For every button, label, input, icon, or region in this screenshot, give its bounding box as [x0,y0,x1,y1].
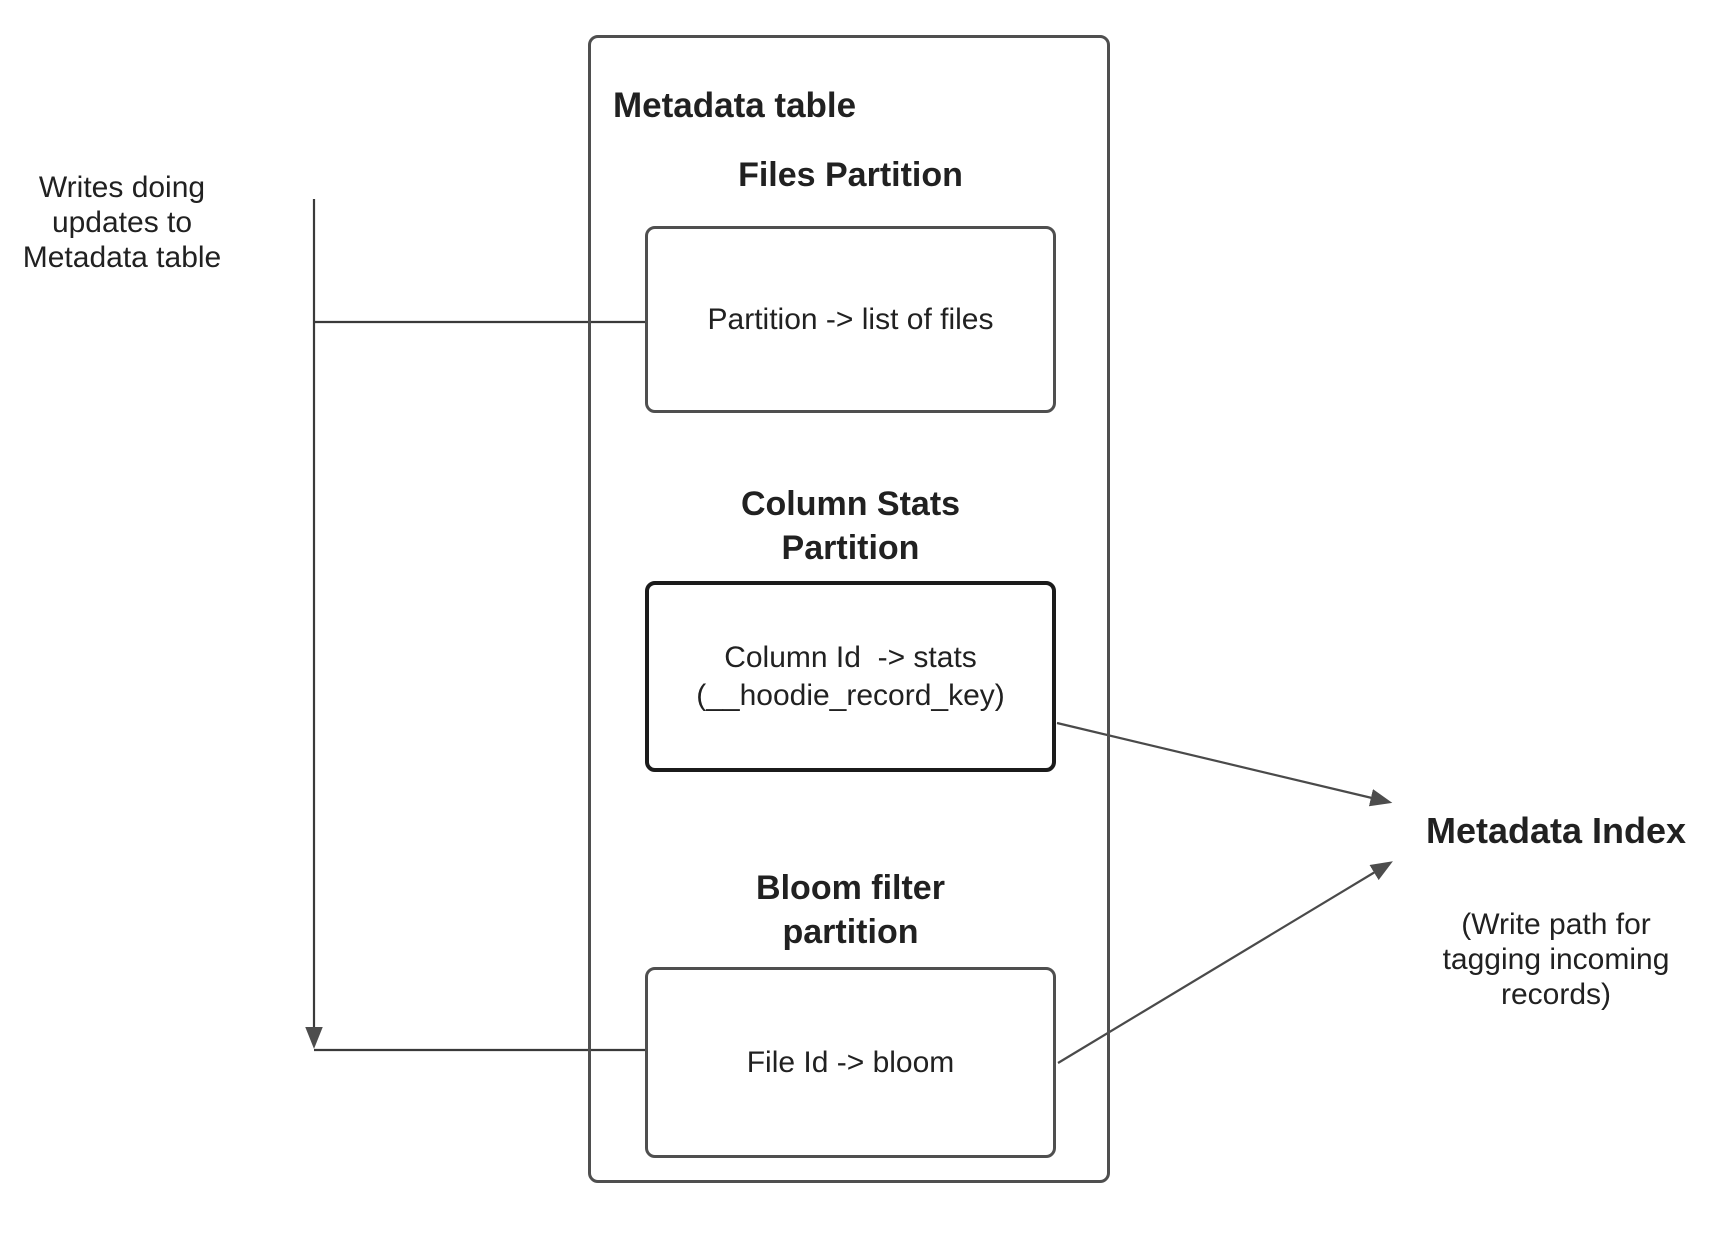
bloom-filter-partition-box: File Id -> bloom [645,967,1056,1158]
metadata-index-title: Metadata Index [1425,810,1687,851]
index-subtitle-line: tagging incoming [1442,943,1670,976]
heading-line: Files Partition [738,156,963,194]
files-partition-box: Partition -> list of files [645,226,1056,413]
column-stats-partition-heading: Column Stats Partition [645,482,1056,570]
writes-note-line: updates to [51,206,193,239]
heading-line: Bloom filter [756,869,945,907]
column-stats-record-key: (__hoodie_record_key) [696,678,1005,712]
metadata-table-container [588,35,1110,1183]
writes-note-line: Writes doing [38,171,206,204]
metadata-index-subtitle: (Write path for tagging incoming records… [1386,907,1718,1012]
heading-line: partition [782,913,919,951]
index-subtitle-line: records) [1500,978,1612,1011]
heading-line: Partition [781,529,920,567]
writes-updates-note: Writes doing updates to Metadata table [12,170,232,275]
heading-line: Column Stats [740,485,961,523]
metadata-table-title: Metadata table [613,86,857,125]
column-stats-partition-box: Column Id -> stats (__hoodie_record_key) [645,581,1056,772]
files-partition-mapping: Partition -> list of files [707,302,994,336]
column-stats-mapping: Column Id -> stats [724,640,977,674]
index-subtitle-line: (Write path for [1461,908,1651,941]
bloom-filter-partition-heading: Bloom filter partition [645,866,1056,954]
bloom-filter-mapping: File Id -> bloom [746,1045,955,1079]
files-partition-heading: Files Partition [645,153,1056,197]
writes-note-line: Metadata table [22,241,222,274]
